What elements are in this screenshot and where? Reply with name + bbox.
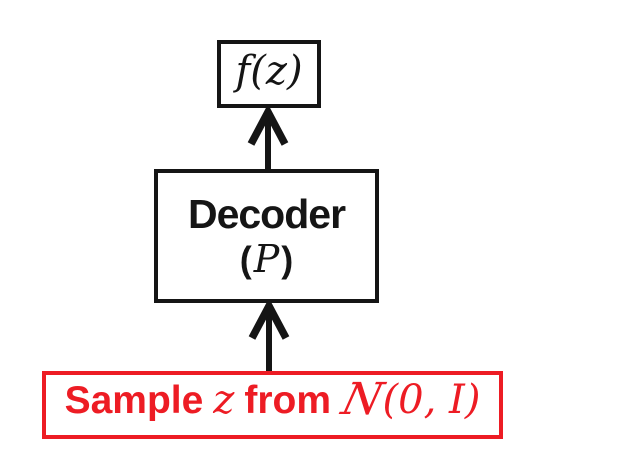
output-fz-label: f(z): [235, 48, 303, 94]
decoder-node: Decoder (P): [154, 169, 379, 303]
sample-node: Sample z from N (0, I): [42, 371, 503, 439]
arrow-decoder-to-fz: [247, 104, 289, 169]
arrow-sample-to-decoder: [248, 298, 290, 371]
normal-dist-symbol: N: [336, 374, 389, 425]
decoder-title: Decoder: [187, 190, 346, 237]
up-arrowhead-icon: [247, 104, 289, 146]
sample-word2: from: [244, 378, 332, 422]
normal-dist-args: (0, I): [382, 377, 481, 423]
decoder-symbol-p: P: [253, 236, 280, 281]
decoder-symbol: (P): [239, 236, 294, 281]
paren-open: (: [239, 238, 252, 280]
paren-close: ): [281, 238, 294, 280]
sample-var-z: z: [213, 377, 235, 423]
sample-word1: Sample: [64, 378, 204, 422]
up-arrowhead-icon: [248, 298, 290, 340]
output-fz-node: f(z): [217, 40, 321, 108]
